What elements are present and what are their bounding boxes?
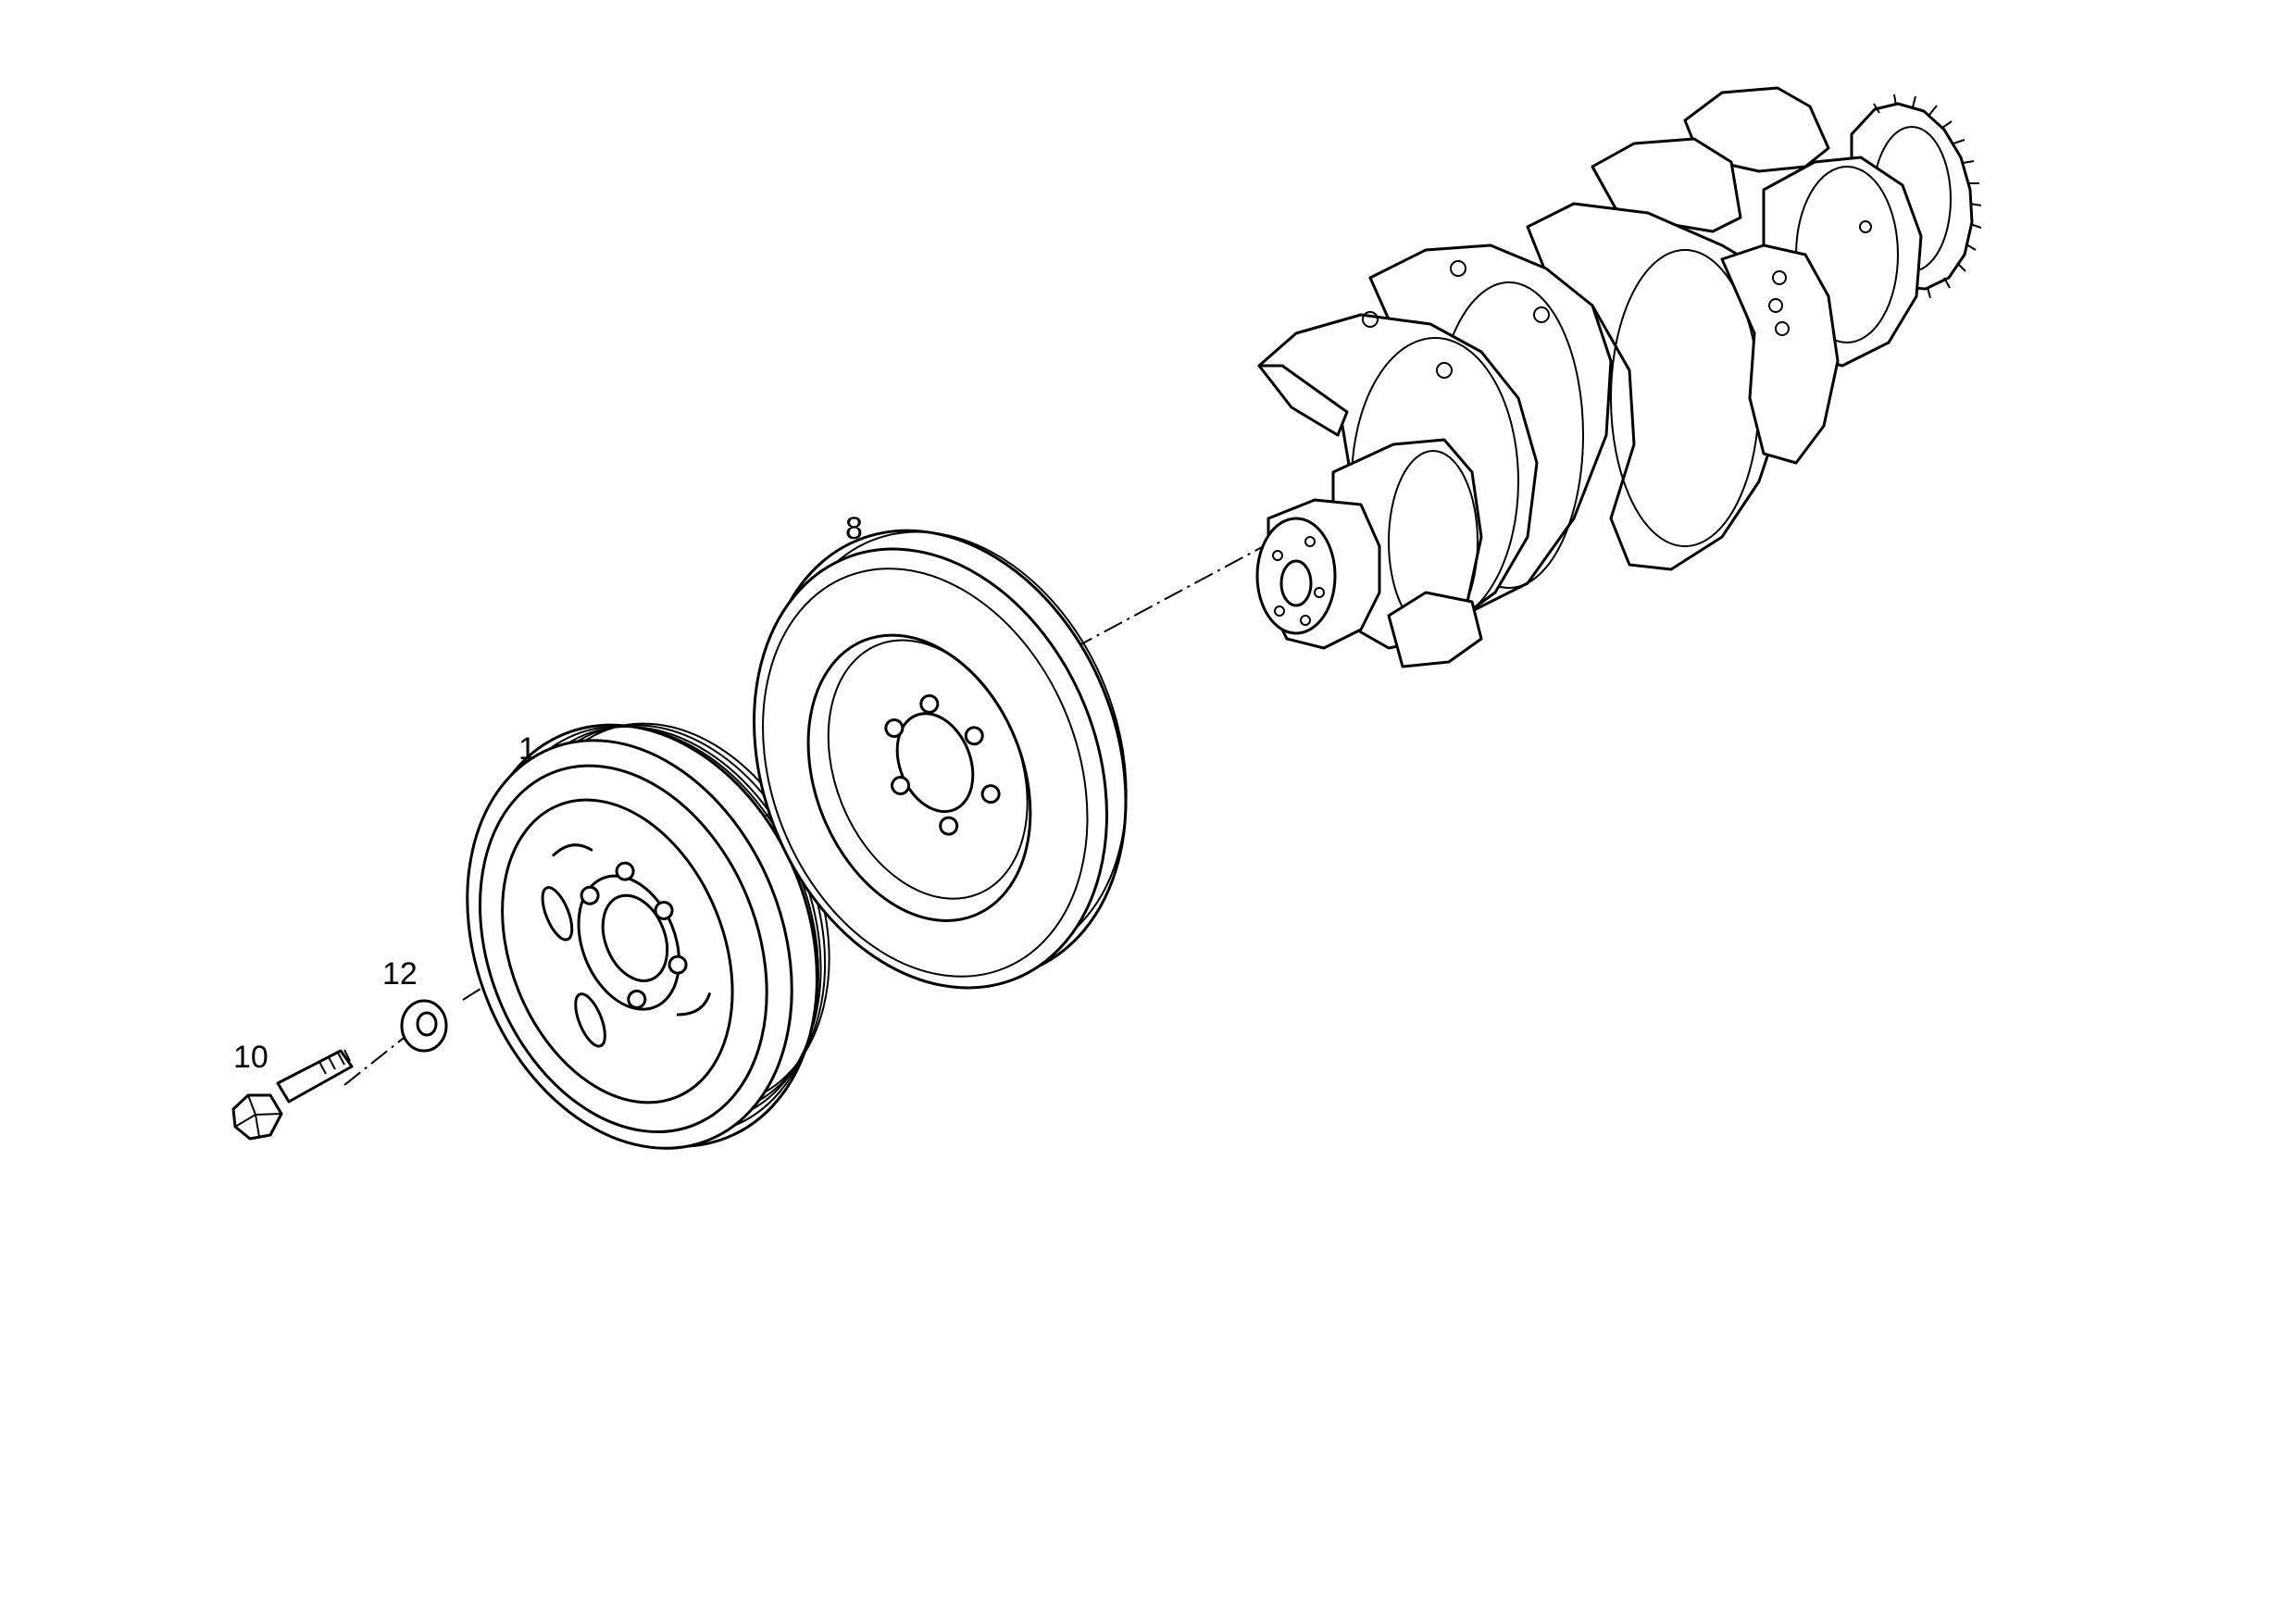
washer-part-12[interactable]	[400, 999, 448, 1053]
callout-1: 1	[518, 731, 536, 767]
callout-labels: 1 8 10 12	[233, 511, 863, 1075]
damper-part-8[interactable]	[686, 475, 1193, 1042]
callout-8: 8	[845, 511, 863, 546]
callout-12: 12	[382, 956, 418, 992]
bolt-part-10[interactable]	[231, 1049, 354, 1141]
callout-10: 10	[233, 1040, 268, 1075]
crankshaft	[1255, 86, 1982, 668]
pulley-part-1[interactable]	[406, 667, 893, 1202]
